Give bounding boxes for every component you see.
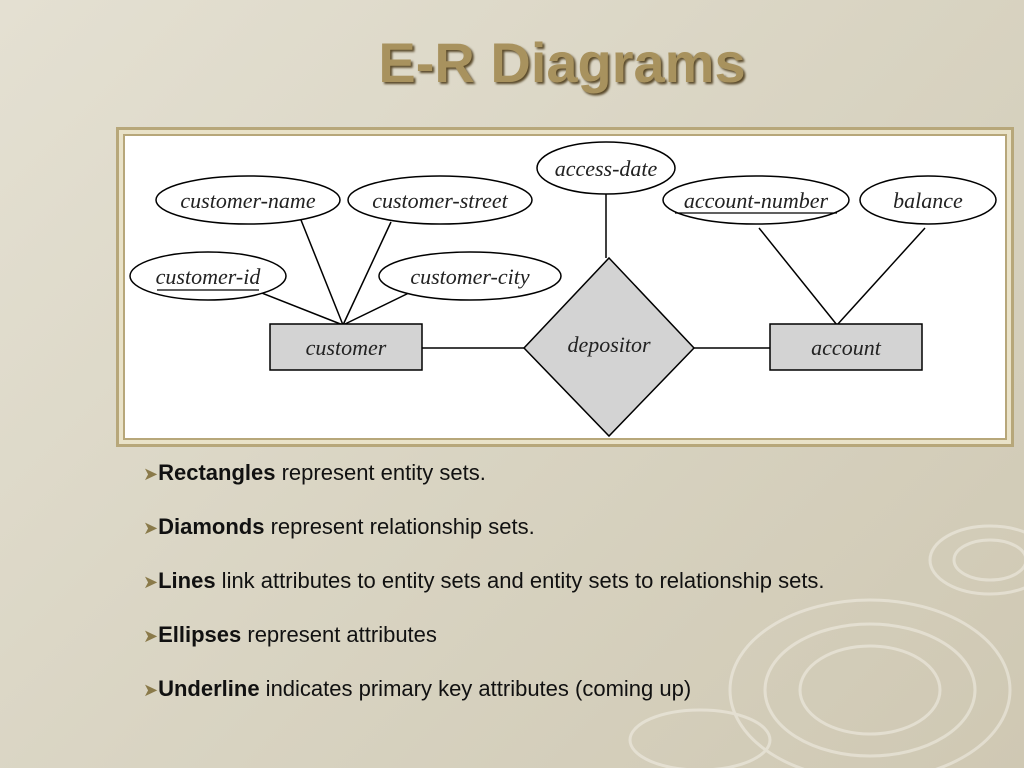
arrow-bullet-icon: ➤ xyxy=(143,572,159,592)
attribute-account-number: account-number xyxy=(684,188,829,213)
bullet-term: Rectangles xyxy=(158,460,276,485)
bullet-underline: ➤Underline indicates primary key attribu… xyxy=(143,674,973,705)
bullet-list: ➤Rectangles represent entity sets. ➤Diam… xyxy=(143,458,973,728)
bullet-text: represent attributes xyxy=(241,622,437,647)
entity-rect-customer xyxy=(269,323,423,371)
bullet-text: indicates primary key attributes (coming… xyxy=(259,676,692,701)
relationship-diamond-depositor xyxy=(522,256,696,438)
link-customer-street xyxy=(342,221,392,326)
bullet-term: Underline xyxy=(158,676,260,701)
link-account-number xyxy=(758,227,838,326)
bullet-lines: ➤Lines link attributes to entity sets an… xyxy=(143,566,973,597)
entity-customer: customer xyxy=(306,335,387,360)
link-customer-id xyxy=(248,287,344,326)
bullet-diamonds: ➤Diamonds represent relationship sets. xyxy=(143,512,973,543)
bullet-text: represent relationship sets. xyxy=(264,514,535,539)
attribute-customer-name: customer-name xyxy=(180,188,315,213)
bullet-rectangles: ➤Rectangles represent entity sets. xyxy=(143,458,973,489)
er-diagram: customer-name customer-street customer-i… xyxy=(129,141,997,438)
bullet-text: represent entity sets. xyxy=(275,460,486,485)
attribute-ellipse-customer-name xyxy=(155,175,341,225)
link-customer-city xyxy=(342,289,416,326)
attribute-ellipse-customer-id xyxy=(129,251,287,301)
attribute-ellipse-customer-city xyxy=(378,251,562,301)
link-balance xyxy=(836,227,926,326)
entity-account: account xyxy=(811,335,882,360)
attribute-balance: balance xyxy=(893,188,963,213)
diagram-frame: customer-name customer-street customer-i… xyxy=(116,127,1014,447)
arrow-bullet-icon: ➤ xyxy=(143,680,159,700)
attribute-ellipse-account-number xyxy=(662,175,850,225)
bullet-term: Ellipses xyxy=(158,622,242,647)
slide-title: E-R Diagrams xyxy=(378,31,746,94)
entity-rect-account xyxy=(769,323,923,371)
link-customer-name xyxy=(300,219,344,326)
bullet-term: Diamonds xyxy=(158,514,265,539)
arrow-bullet-icon: ➤ xyxy=(143,626,159,646)
bullet-ellipses: ➤Ellipses represent attributes xyxy=(143,620,973,651)
attribute-customer-street: customer-street xyxy=(372,188,508,213)
attribute-ellipse-customer-street xyxy=(347,175,533,225)
bullet-text: link attributes to entity sets and entit… xyxy=(215,568,825,593)
arrow-bullet-icon: ➤ xyxy=(143,518,159,538)
bullet-term: Lines xyxy=(158,568,216,593)
attribute-access-date: access-date xyxy=(555,156,658,181)
attribute-ellipse-balance xyxy=(859,175,997,225)
relationship-depositor: depositor xyxy=(567,332,651,357)
arrow-bullet-icon: ➤ xyxy=(143,464,159,484)
attribute-ellipse-access-date xyxy=(536,141,676,195)
attribute-customer-city: customer-city xyxy=(410,264,530,289)
attribute-customer-id: customer-id xyxy=(156,264,262,289)
